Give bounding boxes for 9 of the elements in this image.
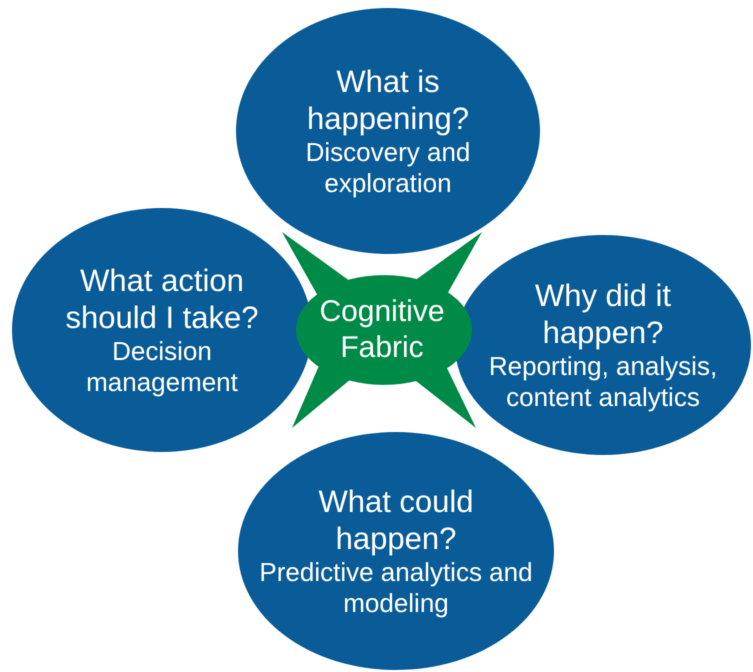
description-text: Reporting, analysis, content analytics [488, 351, 718, 413]
description-text: Discovery and exploration [304, 137, 472, 199]
center-label: Cognitive Fabric [318, 294, 446, 366]
description-text: Predictive analytics and modeling [258, 557, 534, 619]
question-heading: What action should I take? [64, 262, 260, 336]
question-heading: What is happening? [306, 63, 470, 137]
question-heading: Why did it happen? [534, 277, 672, 351]
description-text: Decision management [85, 336, 239, 398]
question-heading: What could happen? [317, 483, 475, 557]
